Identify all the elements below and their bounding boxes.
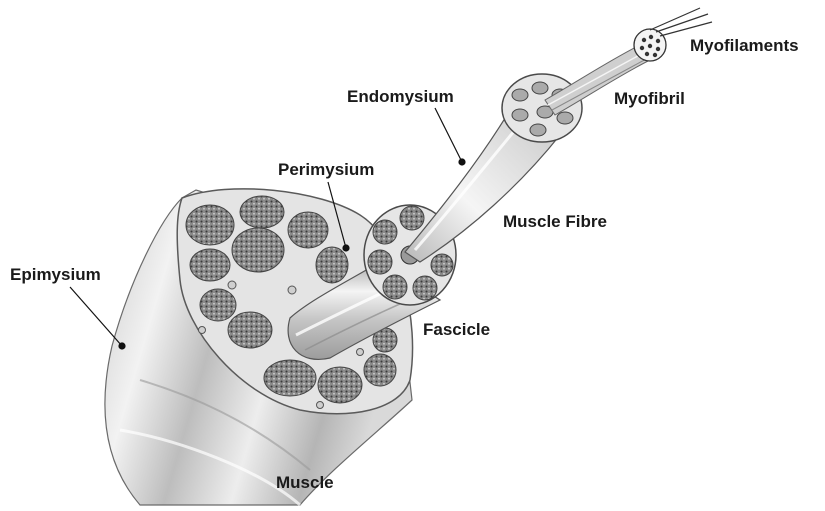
label-endomysium: Endomysium	[347, 88, 454, 105]
label-epimysium: Epimysium	[10, 266, 101, 283]
label-myofibril: Myofibril	[614, 90, 685, 107]
fibre-cross-section	[502, 74, 582, 142]
label-perimysium: Perimysium	[278, 161, 374, 178]
label-muscle: Muscle	[276, 474, 334, 491]
label-myofilaments: Myofilaments	[690, 37, 799, 54]
label-fascicle: Fascicle	[423, 321, 490, 338]
label-muscle-fibre: Muscle Fibre	[503, 213, 607, 230]
